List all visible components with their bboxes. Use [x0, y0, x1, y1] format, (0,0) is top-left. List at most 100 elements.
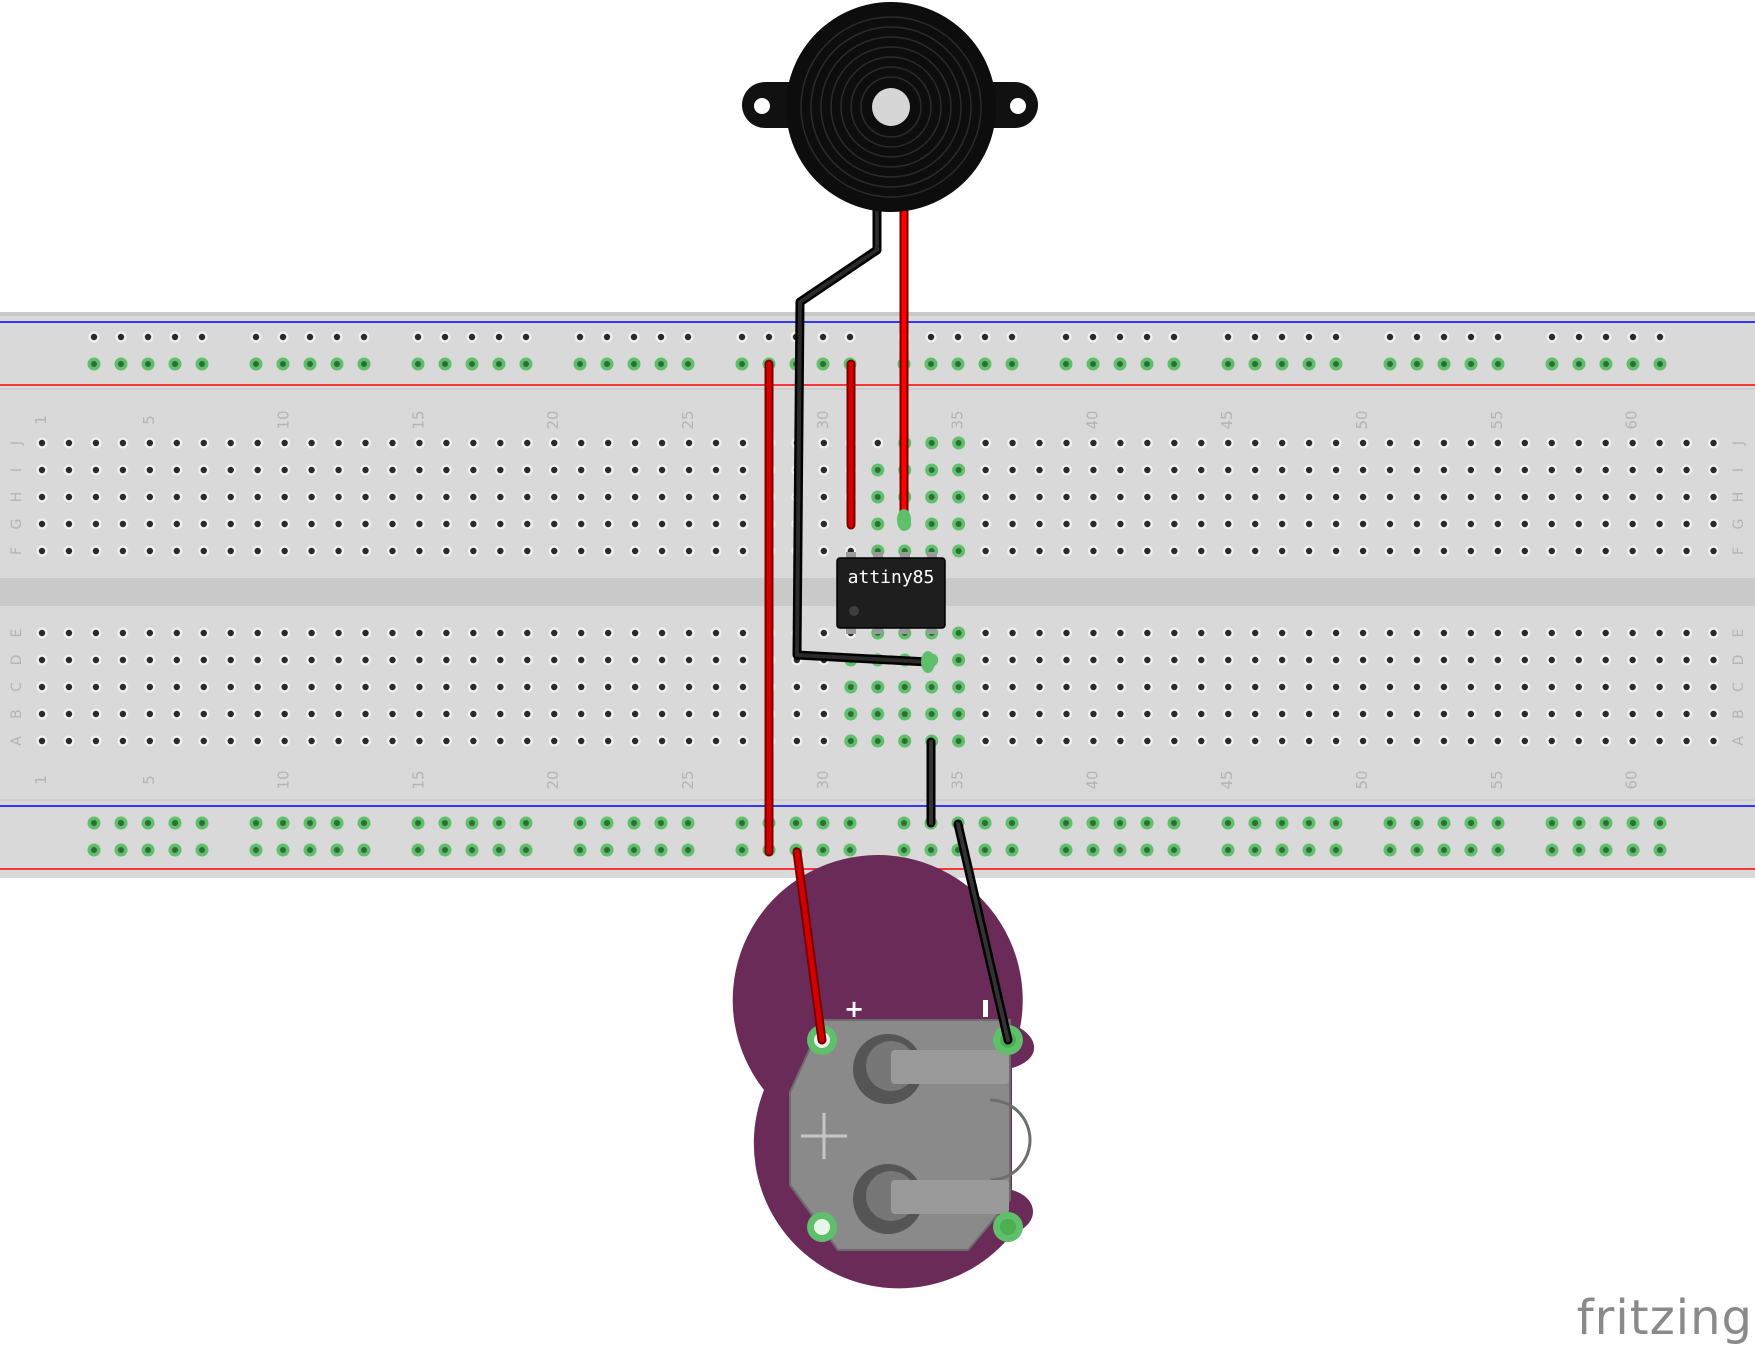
breadboard-hole	[1438, 491, 1450, 503]
breadboard-hole	[710, 545, 722, 557]
breadboard-hole	[1599, 843, 1613, 857]
breadboard-hole	[1060, 331, 1072, 343]
breadboard-hole	[330, 816, 344, 830]
breadboard-hole	[1573, 654, 1585, 666]
breadboard-hole	[1627, 681, 1639, 693]
breadboard-hole	[737, 627, 749, 639]
breadboard-hole	[1195, 491, 1207, 503]
breadboard-hole	[1059, 843, 1073, 857]
breadboard-hole	[1195, 437, 1207, 449]
breadboard-hole	[90, 491, 102, 503]
breadboard-hole	[198, 681, 210, 693]
breadboard-hole	[438, 843, 452, 857]
breadboard-hole	[1438, 708, 1450, 720]
breadboard-hole	[198, 518, 210, 530]
breadboard-hole	[1491, 843, 1505, 857]
breadboard-hole	[1007, 464, 1019, 476]
row-letter: F	[1731, 547, 1747, 555]
breadboard-hole	[1195, 654, 1207, 666]
breadboard-hole	[1114, 518, 1126, 530]
breadboard-hole	[36, 464, 48, 476]
breadboard-hole	[602, 708, 614, 720]
breadboard-hole	[818, 545, 830, 557]
breadboard-hole	[279, 518, 291, 530]
breadboard-hole	[1492, 491, 1504, 503]
breadboard-hole	[1383, 357, 1397, 371]
breadboard-hole	[1654, 735, 1666, 747]
breadboard-hole	[789, 816, 803, 830]
battery-plus-label: +	[844, 995, 864, 1023]
breadboard-hole	[440, 654, 452, 666]
breadboard-hole	[467, 681, 479, 693]
breadboard-hole	[225, 545, 237, 557]
breadboard-hole	[333, 464, 345, 476]
breadboard-hole	[1195, 627, 1207, 639]
breadboard-hole	[467, 491, 479, 503]
breadboard-hole	[1681, 491, 1693, 503]
breadboard-hole	[1384, 437, 1396, 449]
breadboard-hole	[683, 491, 695, 503]
breadboard-hole	[1573, 464, 1585, 476]
breadboard-hole	[710, 708, 722, 720]
breadboard-hole	[1653, 843, 1667, 857]
breadboard-hole	[303, 357, 317, 371]
breadboard-hole	[575, 437, 587, 449]
breadboard-hole	[1060, 464, 1072, 476]
breadboard-hole	[279, 654, 291, 666]
breadboard-hole	[195, 843, 209, 857]
breadboard-hole	[600, 843, 614, 857]
breadboard-hole	[1519, 545, 1531, 557]
breadboard-hole	[90, 681, 102, 693]
breadboard-hole	[1275, 816, 1289, 830]
breadboard-hole	[980, 464, 992, 476]
breadboard-hole	[117, 518, 129, 530]
breadboard-hole	[386, 437, 398, 449]
breadboard-hole	[897, 816, 911, 830]
breadboard-hole	[710, 654, 722, 666]
breadboard-hole	[1600, 518, 1612, 530]
breadboard-hole	[413, 545, 425, 557]
breadboard-hole	[63, 654, 75, 666]
breadboard-hole	[1007, 654, 1019, 666]
breadboard-hole	[1654, 708, 1666, 720]
breadboard-hole	[1357, 735, 1369, 747]
breadboard-hole	[1221, 357, 1235, 371]
breadboard-hole	[440, 518, 452, 530]
breadboard-hole	[360, 681, 372, 693]
breadboard-hole	[1465, 627, 1477, 639]
breadboard-hole	[683, 545, 695, 557]
breadboard-hole	[952, 331, 964, 343]
breadboard-hole	[117, 545, 129, 557]
breadboard-hole	[411, 357, 425, 371]
breadboard-hole	[467, 627, 479, 639]
breadboard-hole	[1222, 518, 1234, 530]
breadboard-hole	[1437, 843, 1451, 857]
breadboard-hole	[306, 708, 318, 720]
breadboard-hole	[357, 357, 371, 371]
breadboard-hole	[386, 545, 398, 557]
breadboard-hole	[1708, 491, 1720, 503]
breadboard-hole	[1681, 681, 1693, 693]
breadboard-hole	[816, 357, 830, 371]
breadboard-hole	[250, 331, 262, 343]
row-letter: D	[1731, 655, 1747, 666]
breadboard-hole	[117, 654, 129, 666]
breadboard-hole	[1034, 681, 1046, 693]
breadboard-hole	[413, 437, 425, 449]
breadboard-hole	[1573, 491, 1585, 503]
breadboard-hole	[1303, 464, 1315, 476]
breadboard-hole	[1034, 545, 1046, 557]
breadboard-hole	[1113, 357, 1127, 371]
breadboard-hole	[818, 735, 830, 747]
breadboard-hole	[1519, 518, 1531, 530]
breadboard-hole	[1034, 518, 1046, 530]
breadboard-hole	[1168, 464, 1180, 476]
piezo-buzzer	[742, 2, 1038, 212]
breadboard-hole	[36, 735, 48, 747]
breadboard-hole	[1221, 843, 1235, 857]
breadboard-hole	[360, 464, 372, 476]
column-number: 25	[679, 770, 697, 789]
breadboard-hole	[1411, 518, 1423, 530]
breadboard-hole	[144, 681, 156, 693]
breadboard-hole	[171, 627, 183, 639]
